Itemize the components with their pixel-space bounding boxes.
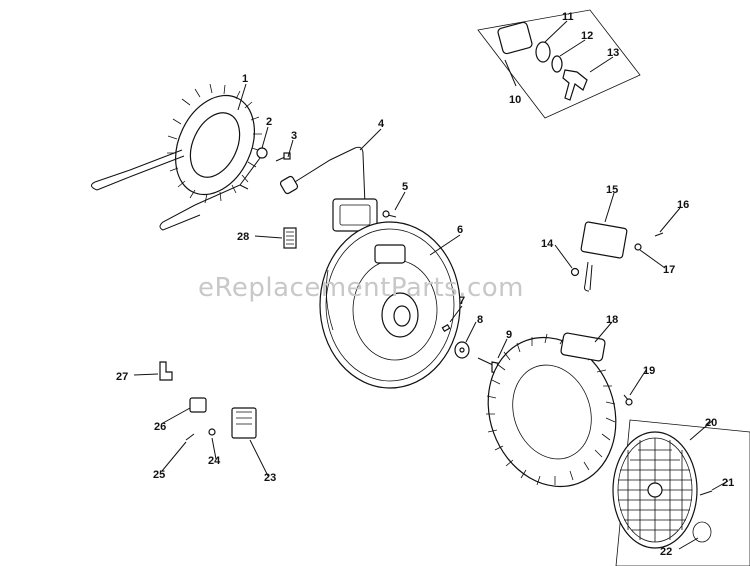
callout-15: 15 <box>606 184 618 196</box>
key-switch-group <box>477 9 641 119</box>
callout-6: 6 <box>457 224 463 236</box>
regulator-part-15 <box>580 221 628 292</box>
screw-part-5 <box>382 210 397 218</box>
washer-part-12 <box>551 55 563 73</box>
callout-18: 18 <box>606 314 618 326</box>
callout-13: 13 <box>607 47 619 59</box>
washer-part-17 <box>634 243 642 251</box>
decal-part-22 <box>692 521 712 543</box>
callout-20: 20 <box>705 417 717 429</box>
screw-part-3 <box>275 152 291 162</box>
callout-5: 5 <box>402 181 408 193</box>
spark-plug-part <box>283 227 297 249</box>
bracket-part-27 <box>159 361 173 381</box>
callout-28: 28 <box>237 231 249 243</box>
callout-2: 2 <box>266 116 272 128</box>
keys-part-13 <box>562 69 588 101</box>
callout-14: 14 <box>541 238 554 250</box>
nut-part-11 <box>535 41 551 63</box>
callout-17: 17 <box>663 264 675 276</box>
washer-part-24 <box>208 428 216 436</box>
fan-part <box>486 332 617 488</box>
flywheel-part <box>319 221 461 389</box>
callout-24: 24 <box>208 455 221 467</box>
callout-23: 23 <box>264 472 276 484</box>
nut-part-14 <box>570 267 580 277</box>
stator-part <box>91 83 262 204</box>
callout-16: 16 <box>677 199 689 211</box>
callout-3: 3 <box>291 130 297 142</box>
callout-19: 19 <box>643 365 655 377</box>
callout-1: 1 <box>242 73 248 85</box>
callout-25: 25 <box>153 469 165 481</box>
watermark-text: eReplacementParts.com <box>198 273 524 303</box>
callout-4: 4 <box>378 118 385 130</box>
screw-part-25 <box>185 433 195 441</box>
callout-numbers: 1 2 3 4 5 6 7 8 9 10 11 12 13 14 15 16 1… <box>116 11 734 558</box>
screw-part-19 <box>623 394 633 406</box>
washer-part-8 <box>454 341 470 359</box>
callout-11: 11 <box>562 11 574 23</box>
ignition-module-part <box>279 146 378 232</box>
terminal-part-26 <box>189 397 207 413</box>
screw-part-21 <box>699 490 713 496</box>
screw-part-16 <box>654 232 664 237</box>
leader-lines <box>133 20 729 550</box>
callout-26: 26 <box>154 421 166 433</box>
callout-27: 27 <box>116 371 128 383</box>
callout-21: 21 <box>722 477 734 489</box>
callout-22: 22 <box>660 546 672 558</box>
flywheel-key-part <box>441 323 451 333</box>
callout-8: 8 <box>477 314 483 326</box>
callout-7: 7 <box>459 295 465 307</box>
callout-9: 9 <box>506 329 512 341</box>
callout-12: 12 <box>581 30 593 42</box>
rectifier-part-23 <box>231 407 257 439</box>
callout-10: 10 <box>509 94 521 106</box>
screen-group <box>612 419 750 566</box>
